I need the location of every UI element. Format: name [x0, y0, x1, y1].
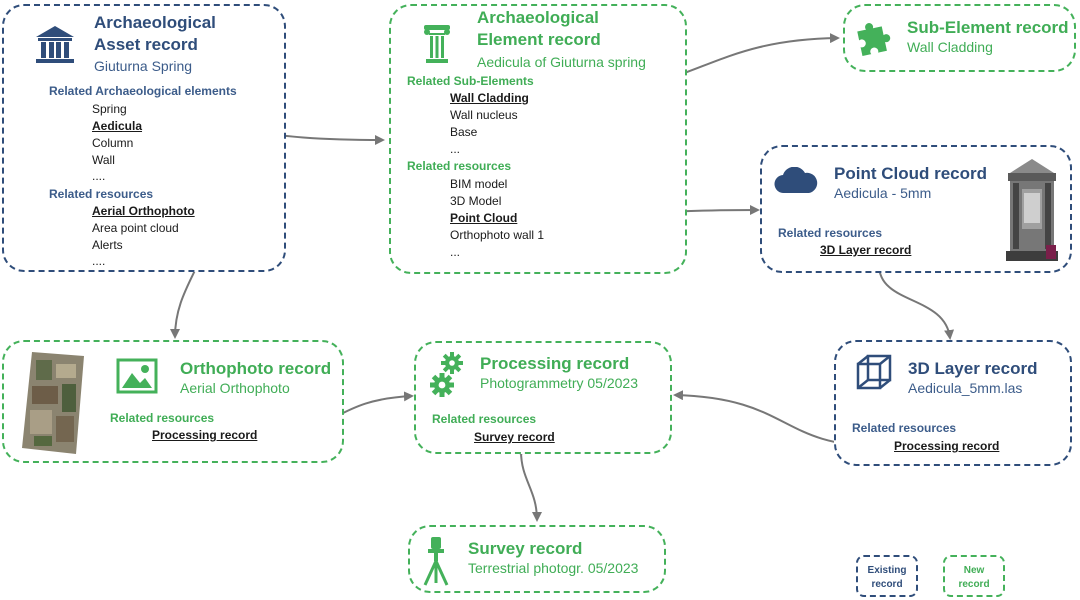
asset-resource-item[interactable]: Alerts — [92, 238, 123, 252]
asset-resource-item[interactable]: Area point cloud — [92, 221, 179, 235]
element-resource-item[interactable]: BIM model — [450, 177, 508, 191]
legend-new-line1: New — [963, 565, 985, 576]
element-subelement-link-cladding[interactable]: Wall Cladding — [450, 91, 529, 105]
processing-record-card: Processing record Photogrammetry 05/2023… — [414, 341, 672, 454]
survey-record-card: Survey record Terrestrial photogr. 05/20… — [408, 525, 666, 593]
column-icon — [424, 25, 450, 63]
asset-element-item[interactable]: Spring — [92, 102, 127, 116]
element-resource-item[interactable]: Orthophoto wall 1 — [450, 228, 545, 242]
image-icon — [116, 358, 158, 394]
cube-icon — [856, 354, 892, 390]
element-resource-item[interactable]: 3D Model — [450, 194, 502, 208]
orthophoto-thumbnail — [22, 352, 84, 454]
legend-new-record: New record — [943, 555, 1005, 597]
survey-title: Survey record — [468, 539, 583, 558]
orthophoto-resources-header: Related resources — [110, 411, 215, 425]
element-title: Archaeological Element record — [477, 8, 601, 49]
element-resources-header: Related resources — [407, 159, 512, 173]
legend-existing-record: Existing record — [856, 555, 918, 597]
legend-existing-line1: Existing — [867, 565, 907, 576]
pointcloud-thumbnail — [1006, 159, 1058, 261]
asset-element-item: .... — [92, 169, 106, 183]
gears-icon — [430, 352, 463, 397]
processing-title: Processing record — [480, 354, 630, 373]
asset-elements-header: Related Archaeological elements — [49, 84, 237, 98]
pointcloud-subtitle: Aedicula - 5mm — [834, 185, 932, 201]
3dlayer-subtitle: Aedicula_5mm.las — [908, 380, 1023, 396]
processing-subtitle: Photogrammetry 05/2023 — [480, 375, 638, 391]
survey-subtitle: Terrestrial photogr. 05/2023 — [468, 560, 639, 576]
processing-link-survey[interactable]: Survey record — [474, 430, 555, 444]
processing-resources-header: Related resources — [432, 412, 537, 426]
asset-element-item[interactable]: Column — [92, 136, 134, 150]
orthophoto-record-card: Orthophoto record Aerial Orthophoto Rela… — [2, 340, 344, 463]
legend-new-line2: record — [958, 579, 990, 590]
asset-element-item[interactable]: Wall — [92, 153, 115, 167]
3dlayer-record-card: 3D Layer record Aedicula_5mm.las Related… — [834, 340, 1072, 466]
pointcloud-resources-header: Related resources — [778, 226, 883, 240]
subelement-subtitle: Wall Cladding — [907, 39, 993, 55]
puzzle-icon — [857, 23, 891, 56]
asset-element-link-aedicula[interactable]: Aedicula — [92, 119, 143, 133]
asset-subtitle: Giuturna Spring — [94, 58, 193, 74]
tripod-icon — [423, 537, 449, 586]
3dlayer-title: 3D Layer record — [908, 359, 1038, 378]
cloud-icon — [774, 167, 818, 194]
element-resource-item: ... — [450, 245, 461, 259]
element-subelement-item: ... — [450, 142, 461, 156]
asset-resources-header: Related resources — [49, 187, 154, 201]
arrow-processing-to-survey — [520, 450, 542, 522]
legend-existing-line2: record — [871, 579, 903, 590]
element-subelements-header: Related Sub-Elements — [407, 74, 534, 88]
element-subelement-item[interactable]: Wall nucleus — [450, 108, 518, 122]
3dlayer-resources-header: Related resources — [852, 421, 957, 435]
asset-title: Archaeological Asset record — [94, 13, 216, 54]
asset-record-card: Archaeological Asset record Giuturna Spr… — [2, 4, 286, 272]
orthophoto-title: Orthophoto record — [180, 359, 332, 378]
element-subelement-item[interactable]: Base — [450, 125, 478, 139]
subelement-record-card: Sub-Element record Wall Cladding — [843, 4, 1076, 72]
museum-icon — [36, 26, 74, 63]
pointcloud-link-3dlayer[interactable]: 3D Layer record — [820, 243, 912, 257]
asset-resource-item: .... — [92, 254, 106, 268]
element-resource-link-pointcloud[interactable]: Point Cloud — [450, 211, 518, 225]
element-record-card: Archaeological Element record Aedicula o… — [389, 4, 687, 274]
orthophoto-subtitle: Aerial Orthophoto — [180, 380, 290, 396]
pointcloud-record-card: Point Cloud record Aedicula - 5mm Relate… — [760, 145, 1072, 273]
subelement-title: Sub-Element record — [907, 18, 1069, 37]
3dlayer-link-processing[interactable]: Processing record — [894, 439, 1000, 453]
asset-resource-link-orthophoto[interactable]: Aerial Orthophoto — [92, 204, 195, 218]
pointcloud-title: Point Cloud record — [834, 164, 987, 183]
orthophoto-link-processing[interactable]: Processing record — [152, 428, 258, 442]
arrow-3dlayer-link-to-3dlayer — [878, 264, 955, 340]
element-subtitle: Aedicula of Giuturna spring — [477, 54, 646, 70]
